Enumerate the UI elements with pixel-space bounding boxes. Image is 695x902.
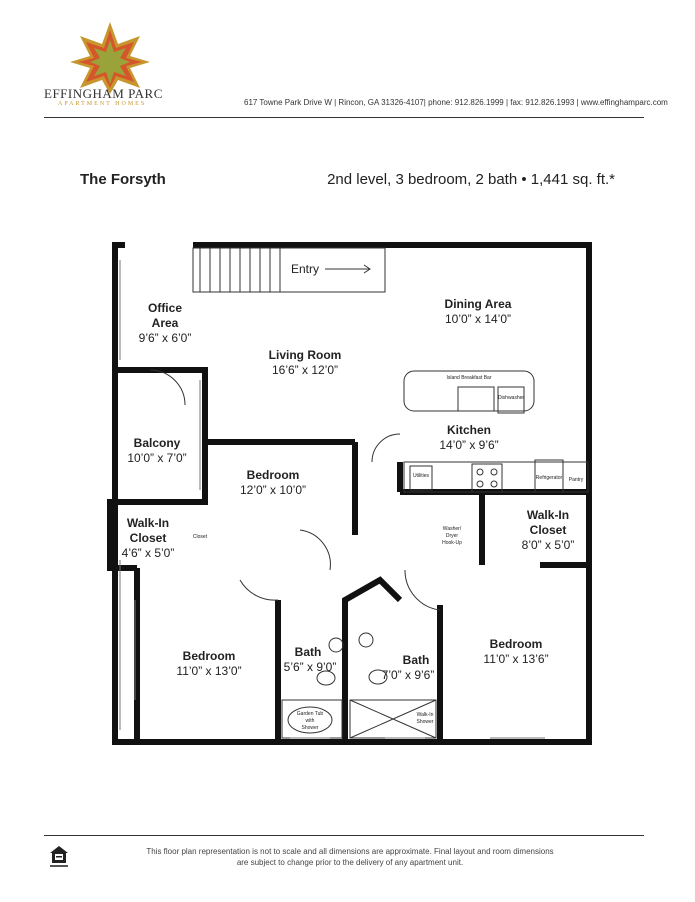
windows xyxy=(119,260,545,739)
disclaimer-text: This floor plan representation is not to… xyxy=(146,847,554,867)
walkin-left-dims: 4’6” x 5’0” xyxy=(122,546,175,560)
office-label-2: Area xyxy=(152,316,179,330)
equal-housing-opportunity-icon xyxy=(50,846,68,867)
tub-label-3: Shower xyxy=(302,725,319,731)
tub-label-2: with xyxy=(306,718,315,724)
contact-info: 617 Towne Park Drive W | Rincon, GA 3132… xyxy=(244,98,668,107)
office-label-1: Office xyxy=(148,301,182,315)
pantry-label: Pantry xyxy=(569,477,584,483)
dining-area-label: Dining Area xyxy=(445,297,512,311)
dishwasher-label: Dishwasher xyxy=(498,395,524,401)
shower-label-1: Walk-In xyxy=(417,712,434,718)
walkin-left-label-2: Closet xyxy=(130,531,167,545)
brand-subtitle: APARTMENT HOMES xyxy=(58,101,147,107)
bath-left-label: Bath xyxy=(295,645,322,659)
bath-right-dims: 7’0” x 9’6” xyxy=(382,668,435,682)
office-dims: 9’6” x 6’0” xyxy=(139,331,192,345)
shower-label-2: Shower xyxy=(417,719,434,725)
balcony-dims: 10’0” x 7’0” xyxy=(127,451,186,465)
kitchen-dims: 14’0” x 9’6” xyxy=(439,438,498,452)
entry-label: Entry xyxy=(291,262,319,276)
footer-divider xyxy=(44,835,644,836)
island-label: Island Breakfast Bar xyxy=(446,375,491,381)
living-room-label: Living Room xyxy=(269,348,342,362)
brand-name: EFFINGHAM PARC xyxy=(44,86,163,101)
walkin-right-label-2: Closet xyxy=(530,523,567,537)
washer-label-3: Hook-Up xyxy=(442,540,462,546)
plan-name: The Forsyth xyxy=(80,171,166,188)
bedroom-right-label: Bedroom xyxy=(490,637,543,651)
bedroom-left-dims: 11’0” x 13’0” xyxy=(176,664,241,678)
utilities-label: Utilities xyxy=(413,473,430,479)
bedroom-left-label: Bedroom xyxy=(183,649,236,663)
walkin-right-dims: 8’0” x 5’0” xyxy=(522,538,575,552)
closet-label: Closet xyxy=(193,534,208,540)
balcony-label: Balcony xyxy=(134,436,181,450)
walkin-left-label-1: Walk-In xyxy=(127,516,169,530)
bedroom-center-dims: 12’0” x 10’0” xyxy=(240,483,306,497)
washer-label-2: Dryer xyxy=(446,533,459,539)
washer-label-1: Washer/ xyxy=(443,526,462,532)
walkin-right-label-1: Walk-In xyxy=(527,508,569,522)
walls xyxy=(107,242,592,745)
plan-description: 2nd level, 3 bedroom, 2 bath • 1,441 sq.… xyxy=(327,171,615,188)
bedroom-center-label: Bedroom xyxy=(247,468,300,482)
refrigerator-label: Refrigerator xyxy=(536,475,563,481)
header-divider xyxy=(44,117,644,118)
living-room-dims: 16’6” x 12’0” xyxy=(272,363,338,377)
effingham-parc-logo xyxy=(70,22,150,94)
dining-area-dims: 10’0” x 14’0” xyxy=(445,312,511,326)
bedroom-right-dims: 11’0” x 13’6” xyxy=(483,652,548,666)
bath-right-label: Bath xyxy=(403,653,430,667)
fixtures xyxy=(149,369,589,739)
tub-label-1: Garden Tub xyxy=(297,711,324,717)
stairs xyxy=(192,247,386,293)
bath-left-dims: 5’6” x 9’0” xyxy=(284,660,337,674)
kitchen-label: Kitchen xyxy=(447,423,491,437)
